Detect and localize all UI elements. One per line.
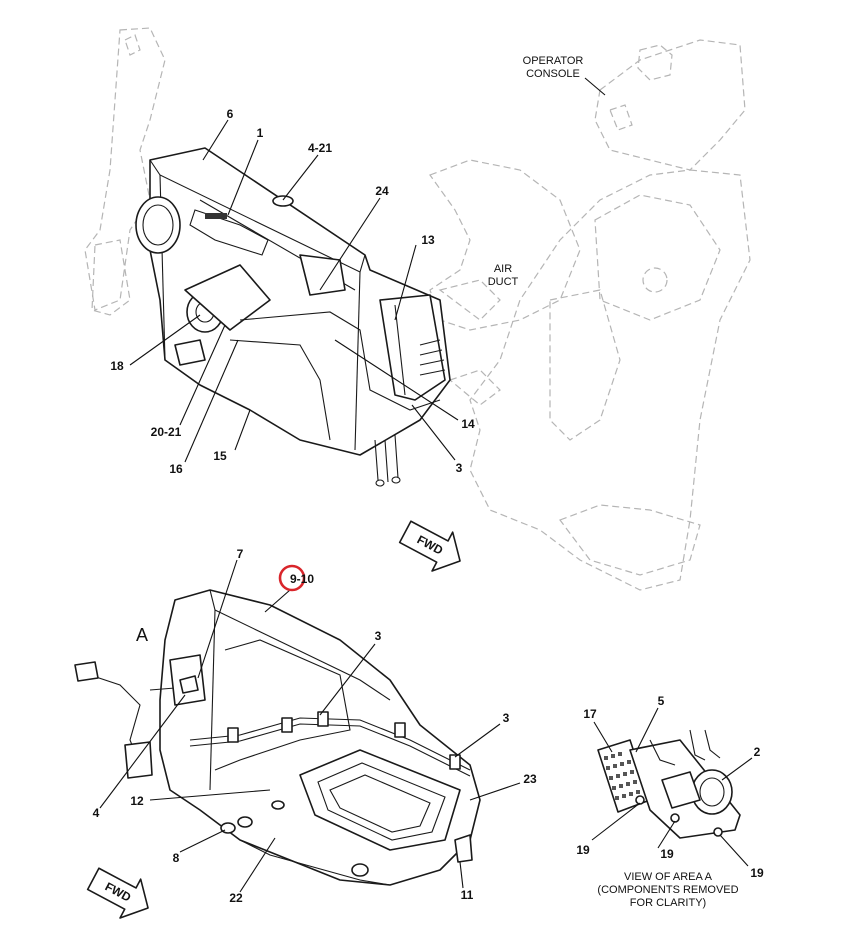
area-a-caption-line1: VIEW OF AREA A — [624, 871, 713, 883]
callout-14: 14 — [461, 417, 475, 431]
area-a-leader-lines — [591, 707, 753, 867]
air-duct-label-line2: DUCT — [488, 276, 519, 288]
operator-console-label-line1: OPERATOR — [523, 55, 584, 67]
callout-13: 13 — [421, 233, 435, 247]
callout-17: 17 — [583, 707, 597, 721]
callout-16: 16 — [169, 462, 183, 476]
callout-24: 24 — [375, 184, 389, 198]
callout-7: 7 — [237, 547, 244, 561]
callout-23: 23 — [523, 772, 537, 786]
callout-4: 4 — [93, 806, 100, 820]
callout-11: 11 — [461, 888, 474, 902]
callout-2: 2 — [754, 745, 761, 759]
callout-3-bottom-a: 3 — [375, 629, 382, 643]
phantom-air-duct — [429, 159, 581, 406]
area-a-caption-line3: FOR CLARITY) — [630, 897, 706, 909]
highlight-circle — [278, 564, 306, 592]
view-letter-a: A — [136, 625, 148, 645]
phantom-cab-structure — [84, 27, 166, 316]
callout-12: 12 — [130, 794, 144, 808]
callout-4-21: 4-21 — [308, 141, 332, 155]
top-leader-lines — [129, 119, 459, 463]
operator-console-label-line2: CONSOLE — [526, 68, 580, 80]
callout-1: 1 — [257, 126, 264, 140]
bottom-leader-lines — [99, 559, 521, 893]
callout-15: 15 — [213, 449, 227, 463]
callout-22: 22 — [229, 891, 243, 905]
callout-19-right: 19 — [750, 866, 764, 880]
callout-19-middle: 19 — [660, 847, 674, 861]
callout-8: 8 — [173, 851, 180, 865]
callout-6: 6 — [227, 107, 234, 121]
callout-5: 5 — [658, 694, 665, 708]
hvac-unit-top-view — [135, 147, 451, 487]
callout-19-left: 19 — [576, 843, 590, 857]
area-a-detail-view — [597, 729, 741, 839]
phantom-operator-console — [469, 39, 751, 591]
callout-18: 18 — [110, 359, 124, 373]
fwd-arrow-bottom: FWD — [86, 867, 149, 919]
air-duct-label-line1: AIR — [494, 263, 512, 275]
callout-3-bottom-b: 3 — [503, 711, 510, 725]
callout-9-10: 9-10 — [290, 572, 314, 586]
fwd-arrow-top: FWD — [398, 520, 461, 572]
area-a-caption-line2: (COMPONENTS REMOVED — [597, 884, 738, 896]
callout-3-top: 3 — [456, 461, 463, 475]
hvac-unit-bottom-view — [74, 589, 481, 886]
callout-20-21: 20-21 — [151, 425, 182, 439]
